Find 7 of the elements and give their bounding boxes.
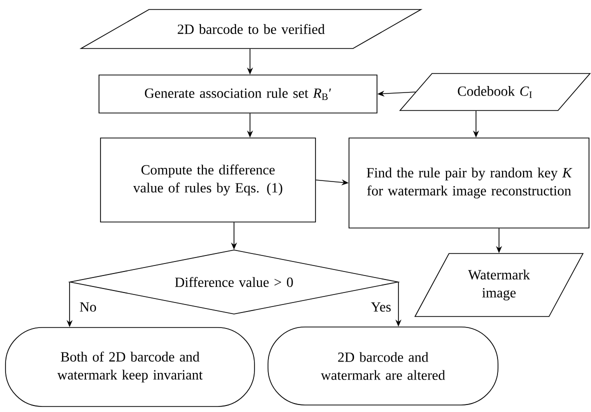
terminal-box: Both of 2D barcode and watermark keep invariant — [5, 327, 255, 407]
terminal-box: 2D barcode and watermark are altered — [268, 326, 498, 406]
edge-label: Yes — [370, 301, 392, 313]
edge-label: No — [78, 301, 98, 313]
process-box: Generate association rule set R$_{B}$′ — [98, 74, 378, 114]
process-box: Compute the difference value of rules by Eqs. (1) — [100, 138, 316, 222]
process-box: Find the rule pair by random key K for watermark image reconstruction — [348, 138, 590, 228]
